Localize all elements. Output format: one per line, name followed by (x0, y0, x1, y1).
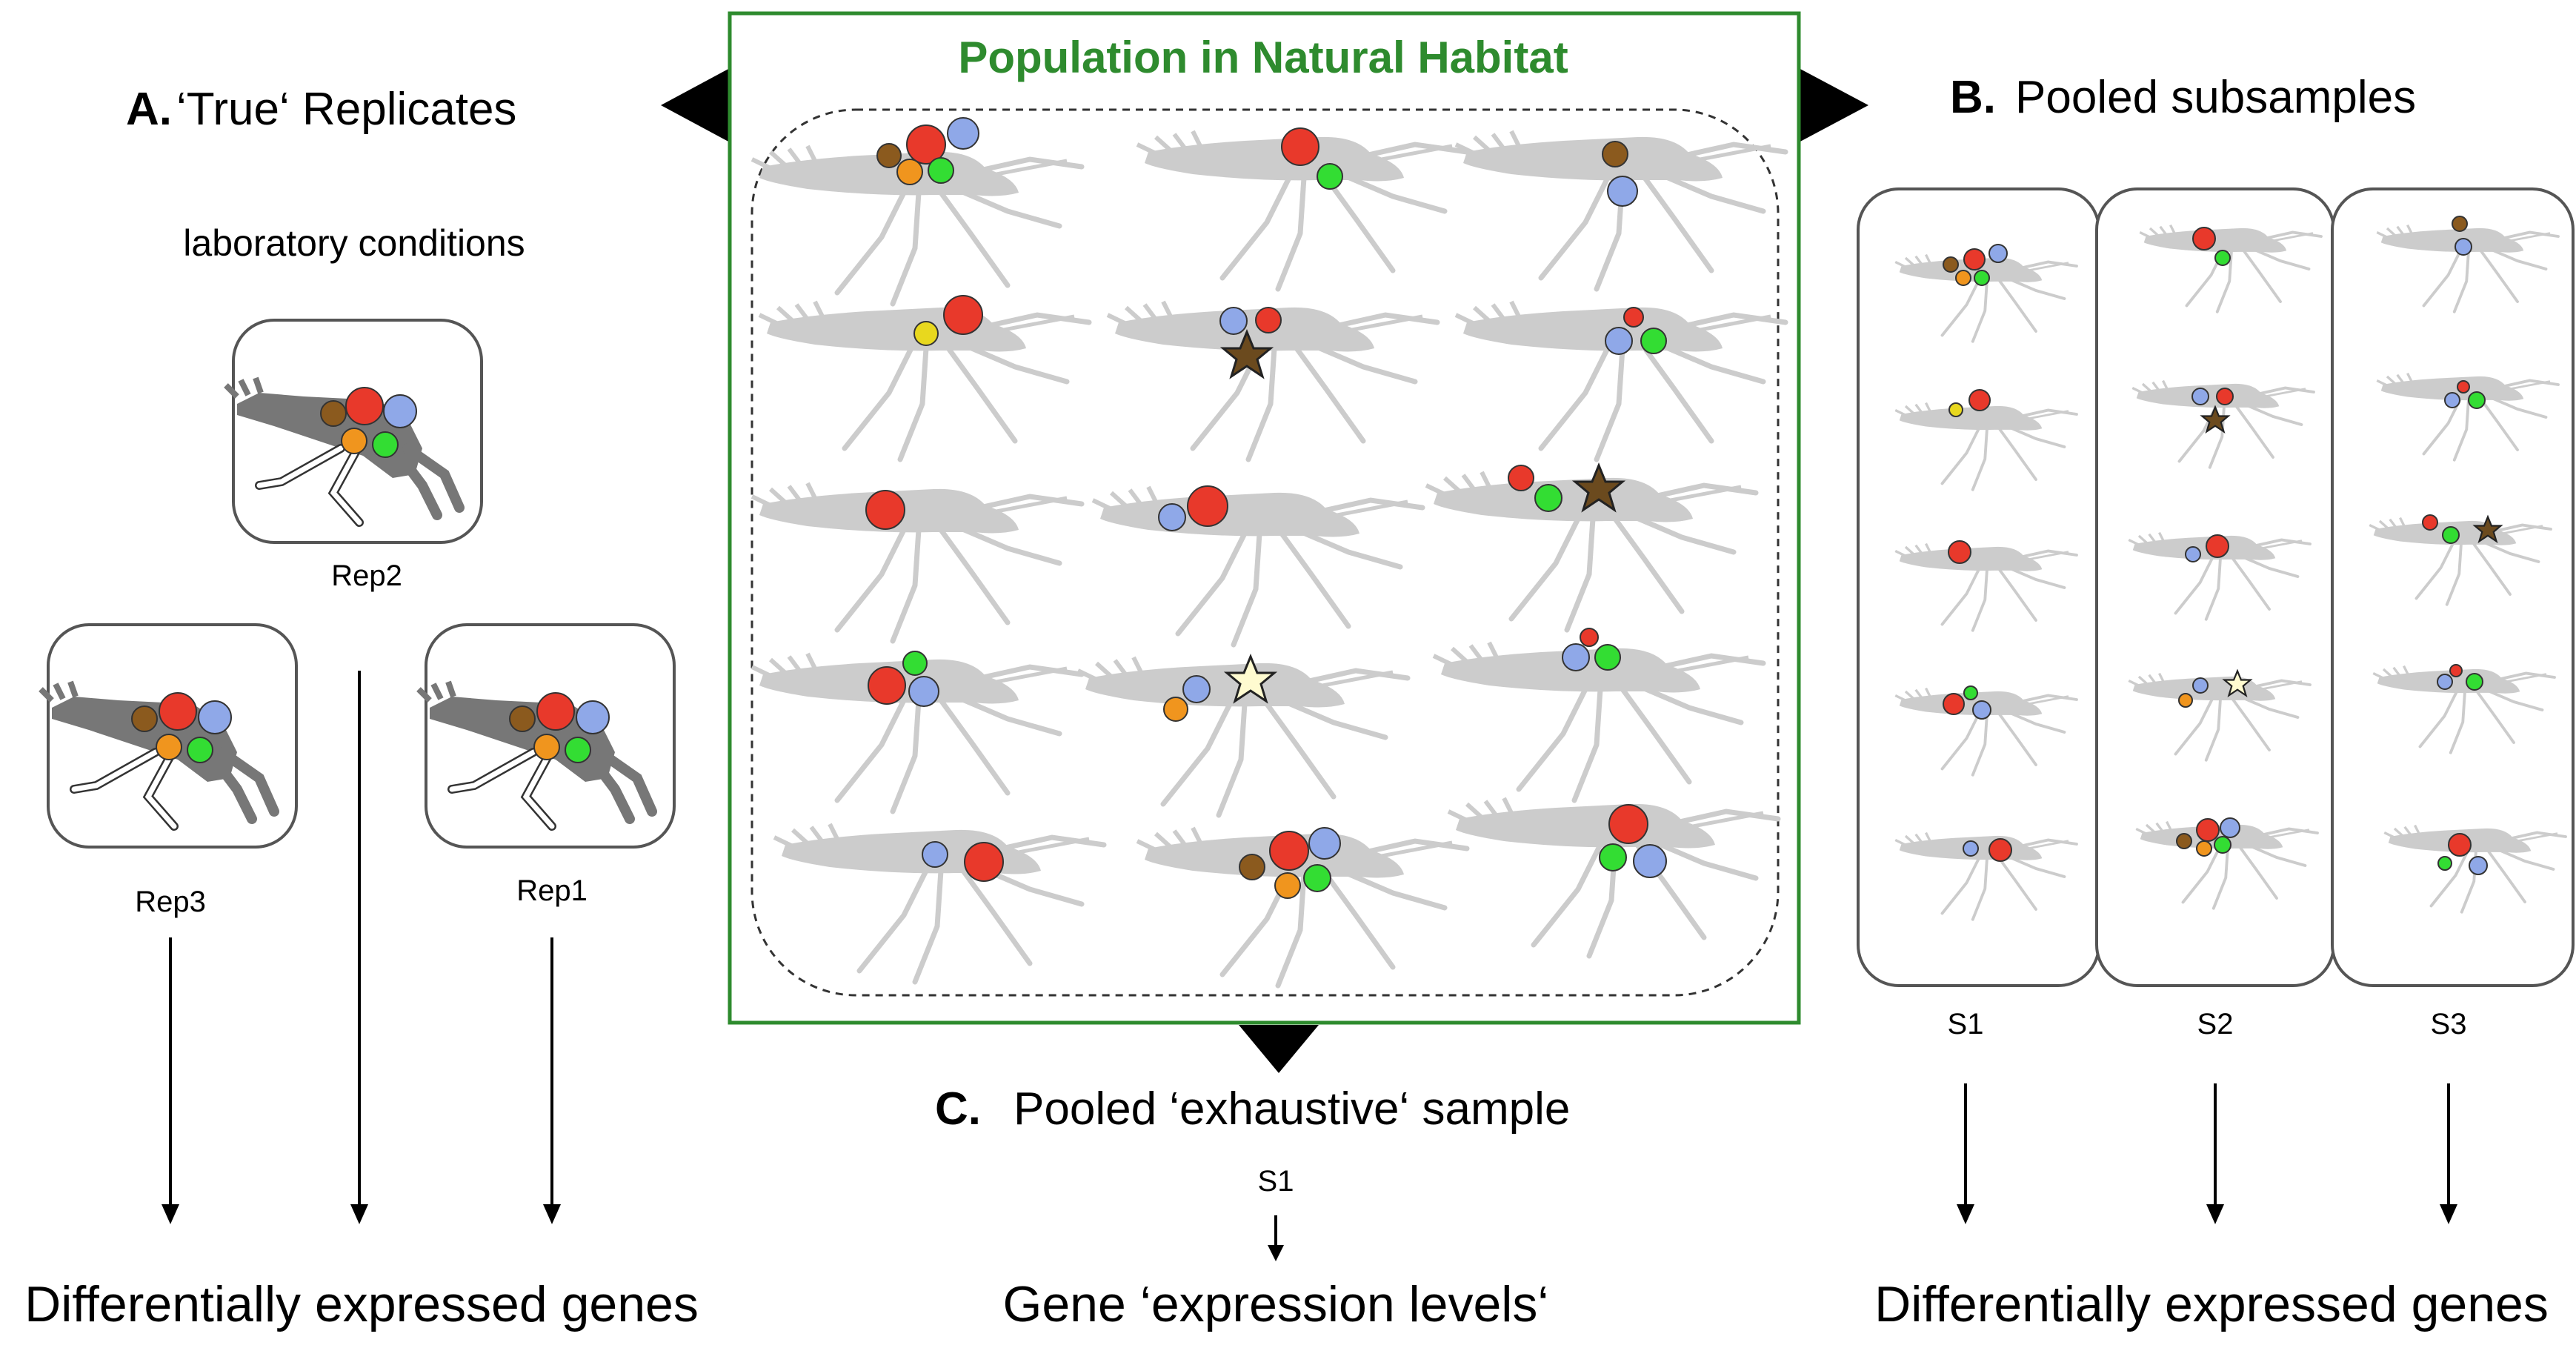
sample-label-s2: S2 (2197, 1008, 2234, 1040)
panel-b-result: Differentially expressed genes (1874, 1276, 2549, 1332)
replicate-rep2: Rep2 (226, 319, 483, 592)
panel-a-arrows (162, 671, 561, 1224)
subsample-markers (1943, 216, 2488, 875)
rep3-label: Rep3 (135, 886, 206, 918)
rep1-label: Rep1 (516, 874, 588, 907)
sample-label-s1: S1 (1948, 1008, 1984, 1040)
panel-b-title: Pooled subsamples (2015, 72, 2416, 123)
bottom-pointer-triangle (1239, 1025, 1319, 1073)
population-panel: Population in Natural Habitat (661, 11, 1868, 1073)
panel-b-arrows (1964, 1083, 2450, 1208)
panel-c: C. Pooled ‘exhaustive‘ sample S1 Gene ‘e… (935, 1083, 1570, 1332)
panel-c-title: Pooled ‘exhaustive‘ sample (1014, 1083, 1570, 1135)
panel-c-result: Gene ‘expression levels‘ (1002, 1276, 1548, 1332)
panel-a-letter: A. (126, 84, 172, 135)
right-pointer-triangle (1799, 68, 1868, 142)
population-title: Population in Natural Habitat (958, 33, 1568, 82)
replicate-rep3: Rep3 (41, 623, 298, 918)
left-pointer-triangle (661, 68, 730, 142)
panel-b-letter: B. (1950, 72, 1996, 123)
rep2-label: Rep2 (331, 560, 402, 592)
panel-a: A. ‘True‘ Replicates laboratory conditio… (24, 84, 699, 1332)
panel-b: B. Pooled subsamples (1857, 72, 2575, 1332)
replicate-rep1: Rep1 (419, 623, 676, 907)
panel-c-letter: C. (935, 1083, 981, 1135)
sample-label-s3: S3 (2431, 1008, 2467, 1040)
panel-a-title: ‘True‘ Replicates (176, 84, 516, 135)
panel-a-result: Differentially expressed genes (24, 1276, 699, 1332)
panel-c-sample-label: S1 (1258, 1165, 1294, 1198)
subsample-box-s2 (2095, 187, 2335, 987)
population-dashed-boundary (750, 108, 1780, 997)
panel-a-subtitle: laboratory conditions (183, 222, 525, 264)
population-markers (865, 117, 1667, 899)
rep2-markers (320, 387, 417, 458)
